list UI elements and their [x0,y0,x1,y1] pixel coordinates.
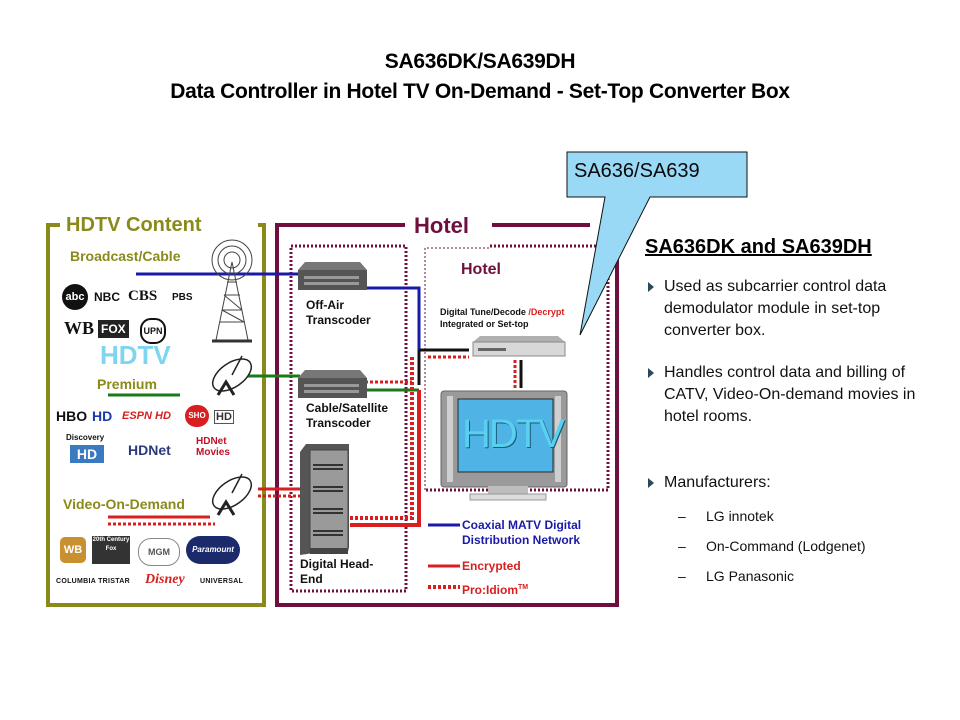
offair-transcoder-label-line1: Off-Air [306,298,344,312]
bullet-arrow-icon [648,478,654,488]
bullet-arrow-icon [648,368,654,378]
nbc-logo: NBC [94,290,120,304]
hdnet-logo: HDNet [128,442,171,458]
cable-transcoder-label-line1: Cable/Satellite [306,401,389,415]
legend-coaxial: Coaxial MATV Digital Distribution Networ… [462,518,581,548]
legend-proidiom-label: Pro:Idiom [462,583,518,597]
showtime-hd-logo: HD [214,410,234,424]
hbo-hd-logo: HD [92,408,113,424]
vod-label: Video-On-Demand [63,496,185,512]
offair-transcoder-label: Off-Air Transcoder [306,298,371,328]
cbs-logo: CBS [128,288,158,304]
callout-bubble [566,151,748,336]
headend-label-line2: End [300,572,323,586]
showtime-logo: SHO [185,405,209,427]
universal-logo: UNIVERSAL [200,578,244,585]
mgm-logo: MGM [138,538,180,566]
slide-title-line2: Data Controller in Hotel TV On-Demand - … [170,80,790,103]
cable-transcoder-icon [298,370,367,398]
room-dotted-box [424,247,490,490]
dash-bullet-icon: – [678,538,686,554]
broadcast-cable-label: Broadcast/Cable [70,248,181,264]
wb-logo: WB [64,318,95,338]
settop-label: Digital Tune/Decode /Decrypt Integrated … [440,306,564,330]
tv-screen-label: HDTV [462,412,565,456]
offair-transcoder-icon [298,262,367,290]
premium-label: Premium [97,376,157,392]
legend-proidiom-tm: TM [518,584,529,591]
manufacturer-item: – LG Panasonic [678,568,948,586]
bullet-text: Used as subcarrier control data demodula… [664,278,887,339]
settop-box-icon [472,336,566,357]
offair-transcoder-label-line2: Transcoder [306,313,371,327]
hdnet-movies-logo: HDNet Movies [196,436,230,458]
callout-label: SA636/SA639 [574,160,700,182]
cable-transcoder-label: Cable/Satellite Transcoder [306,401,388,431]
warner-bros-logo: WB [60,537,86,563]
fox-logo: FOX [98,320,129,338]
20th-century-fox-logo: 20th Century Fox [92,536,130,564]
bullet-item: Manufacturers: [648,472,948,494]
hotel-title: Hotel [410,213,473,239]
paramount-logo: Paramount [186,536,240,564]
bullet-item: Used as subcarrier control data demodula… [648,276,948,342]
manufacturer-name: On-Command (Lodgenet) [706,538,866,554]
hdtv-content-box [46,223,266,607]
manufacturer-name: LG Panasonic [706,568,794,584]
discovery-hd-logo: HD [70,445,104,463]
cable-transcoder-label-line2: Transcoder [306,416,371,430]
upn-logo: UPN [140,318,166,344]
legend-encrypted: Encrypted [462,559,521,573]
satellite-dish-icon [211,473,253,516]
discovery-logo: Discovery [66,433,105,442]
bullet-arrow-icon [648,282,654,292]
settop-label-decrypt: /Decrypt [528,307,565,317]
satellite-dish-icon [211,355,253,396]
abc-logo: abc [62,284,88,310]
bullet-text: Manufacturers: [664,474,771,491]
offair-output-line [365,286,421,350]
legend-coaxial-line1: Coaxial MATV Digital [462,518,582,532]
hdtv-television-icon [440,390,568,501]
headend-dotted-box [289,244,408,593]
bullet-item: Handles control data and billing of CATV… [648,362,948,428]
settop-label-line2: Integrated or Set-top [440,319,529,329]
legend-proidiom: Pro:IdiomTM [462,580,528,598]
right-panel-heading: SA636DK and SA639DH [645,236,872,258]
headend-label-line1: Digital Head- [300,557,374,571]
pbs-logo: PBS [172,292,193,303]
hdtv-content-title: HDTV Content [63,214,205,237]
manufacturer-name: LG innotek [706,508,774,524]
broadcast-tower-icon [211,239,253,343]
legend-coaxial-line2: Distribution Network [462,533,581,547]
hbo-logo: HBO [56,408,88,424]
bullet-text: Handles control data and billing of CATV… [664,364,916,425]
settop-label-part1: Digital Tune/Decode [440,307,529,317]
columbia-tristar-logo: COLUMBIA TRISTAR [56,578,131,585]
hdtv-watermark: HDTV [100,340,171,370]
headend-label: Digital Head- End [300,557,373,587]
slide-title-line1: SA636DK/SA639DH [384,50,576,73]
disney-logo: Disney [145,572,185,587]
manufacturer-item: – LG innotek [678,508,948,526]
espn-hd-logo: ESPN HD [122,410,171,422]
dash-bullet-icon: – [678,508,686,524]
manufacturer-item: – On-Command (Lodgenet) [678,538,948,556]
headend-rack-icon [300,444,349,555]
hotel-room-title: Hotel [461,261,501,278]
dash-bullet-icon: – [678,568,686,584]
